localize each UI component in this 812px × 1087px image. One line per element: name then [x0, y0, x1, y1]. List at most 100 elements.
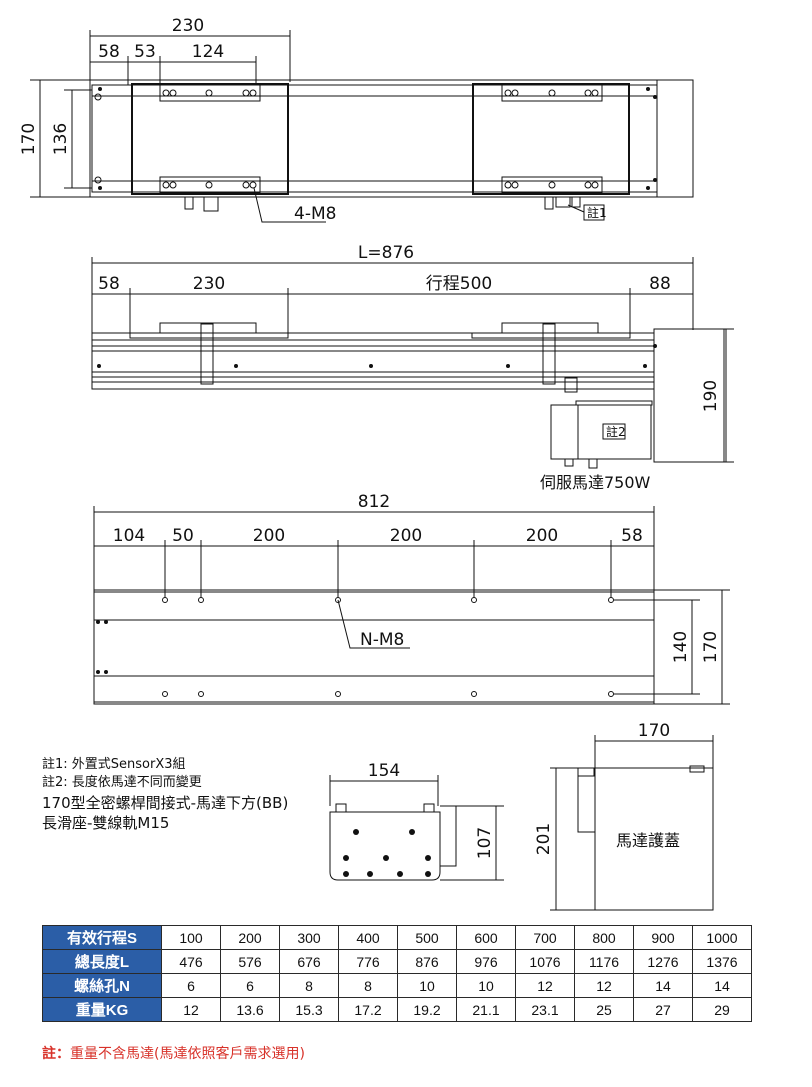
- dim-base-total: 812: [358, 492, 390, 512]
- dim-base-58: 58: [621, 526, 643, 546]
- dim-side-230: 230: [193, 274, 225, 294]
- table-row: 總長度L 476 576 676 776 876 976 1076 1176 1…: [42, 949, 752, 974]
- side-motor: [550, 404, 652, 460]
- top-carriage-right: [472, 83, 630, 195]
- table-cell: 12: [515, 973, 575, 998]
- dim-top-136: 136: [51, 123, 71, 155]
- motor-label: 伺服馬達750W: [540, 473, 651, 492]
- table-cell: 12: [574, 973, 634, 998]
- dim-end-107: 107: [475, 827, 495, 859]
- table-cell: 15.3: [279, 997, 339, 1022]
- table-cell: 500: [397, 925, 457, 950]
- cover-box: [594, 767, 714, 911]
- top-carriage-left: [131, 83, 289, 195]
- table-cell: 10: [397, 973, 457, 998]
- note-line-2: 註2: 長度依馬達不同而變更: [42, 775, 202, 790]
- table-cell: 14: [692, 973, 752, 998]
- dim-cover-201: 201: [534, 823, 554, 855]
- table-cell: 10: [456, 973, 516, 998]
- table-cell: 25: [574, 997, 634, 1022]
- top-view: [30, 30, 694, 223]
- footnote-label: 註：: [42, 1046, 70, 1062]
- note1-box: [583, 204, 605, 221]
- table-cell: 19.2: [397, 997, 457, 1022]
- dim-end-154: 154: [368, 761, 400, 781]
- footnote: 註：重量不含馬達(馬達依照客戶需求選用): [42, 1043, 305, 1063]
- dim-side-190: 190: [701, 380, 721, 412]
- table-cell: 100: [161, 925, 221, 950]
- table-cell: 976: [456, 949, 516, 974]
- table-cell: 700: [515, 925, 575, 950]
- side-body: [91, 332, 655, 390]
- dim-base-200b: 200: [390, 526, 422, 546]
- dim-top-230: 230: [172, 16, 204, 36]
- table-row: 螺絲孔N 6 6 8 8 10 10 12 12 14 14: [42, 973, 752, 998]
- row-header-stroke: 有效行程S: [42, 925, 162, 950]
- spec-table: 有效行程S 100 200 300 400 500 600 700 800 90…: [42, 925, 752, 1022]
- dim-side-total: L=876: [358, 243, 414, 263]
- table-cell: 576: [220, 949, 280, 974]
- table-cell: 600: [456, 925, 516, 950]
- dim-top-58: 58: [98, 42, 120, 62]
- table-cell: 14: [633, 973, 693, 998]
- note2-tag: 註2: [606, 425, 626, 439]
- table-cell: 900: [633, 925, 693, 950]
- dim-base-200c: 200: [526, 526, 558, 546]
- dim-top-170: 170: [19, 123, 39, 155]
- table-cell: 1376: [692, 949, 752, 974]
- table-cell: 13.6: [220, 997, 280, 1022]
- table-cell: 876: [397, 949, 457, 974]
- dim-side-58: 58: [98, 274, 120, 294]
- table-cell: 400: [338, 925, 398, 950]
- table-cell: 29: [692, 997, 752, 1022]
- side-view: [91, 257, 734, 469]
- table-row: 重量KG 12 13.6 15.3 17.2 19.2 21.1 23.1 25…: [42, 997, 752, 1022]
- dim-top-53: 53: [134, 42, 156, 62]
- table-cell: 21.1: [456, 997, 516, 1022]
- cover-label: 馬達護蓋: [616, 831, 680, 850]
- table-cell: 1176: [574, 949, 634, 974]
- table-cell: 300: [279, 925, 339, 950]
- side-motor-cover: [653, 328, 727, 463]
- dim-base-170: 170: [701, 631, 721, 663]
- dim-base-200a: 200: [253, 526, 285, 546]
- table-cell: 8: [338, 973, 398, 998]
- table-cell: 800: [574, 925, 634, 950]
- table-row: 有效行程S 100 200 300 400 500 600 700 800 90…: [42, 925, 752, 950]
- dim-side-88: 88: [649, 274, 671, 294]
- row-header-weight: 重量KG: [42, 997, 162, 1022]
- table-cell: 27: [633, 997, 693, 1022]
- cover-view: [550, 735, 714, 911]
- base-plate: [93, 589, 655, 705]
- dim-top-124: 124: [192, 42, 224, 62]
- dim-base-140: 140: [671, 631, 691, 663]
- table-cell: 6: [220, 973, 280, 998]
- dim-cover-170: 170: [638, 721, 670, 741]
- table-cell: 1000: [692, 925, 752, 950]
- row-header-screws: 螺絲孔N: [42, 973, 162, 998]
- table-cell: 676: [279, 949, 339, 974]
- table-cell: 23.1: [515, 997, 575, 1022]
- table-cell: 8: [279, 973, 339, 998]
- table-cell: 1076: [515, 949, 575, 974]
- footnote-text: 重量不含馬達(馬達依照客戶需求選用): [70, 1046, 305, 1062]
- end-view: [329, 775, 504, 881]
- technical-drawing: 230 58 53 124 170 136 4-M8 註1: [19, 16, 734, 911]
- table-cell: 6: [161, 973, 221, 998]
- note-line-4: 長滑座-雙線軌M15: [42, 814, 170, 832]
- table-cell: 12: [161, 997, 221, 1022]
- note2-box: [602, 423, 626, 440]
- table-cell: 476: [161, 949, 221, 974]
- table-cell: 200: [220, 925, 280, 950]
- dim-side-stroke: 行程500: [426, 274, 492, 294]
- note-line-1: 註1: 外置式SensorX3組: [42, 757, 186, 772]
- dim-base-50: 50: [172, 526, 194, 546]
- callout-4-m8: 4-M8: [294, 204, 336, 224]
- note1-tag: 註1: [587, 206, 607, 220]
- dim-base-104: 104: [113, 526, 145, 546]
- note-line-3: 170型全密螺桿間接式-馬達下方(BB): [42, 794, 289, 812]
- base-view: [93, 506, 730, 705]
- table-cell: 17.2: [338, 997, 398, 1022]
- row-header-length: 總長度L: [42, 949, 162, 974]
- table-cell: 1276: [633, 949, 693, 974]
